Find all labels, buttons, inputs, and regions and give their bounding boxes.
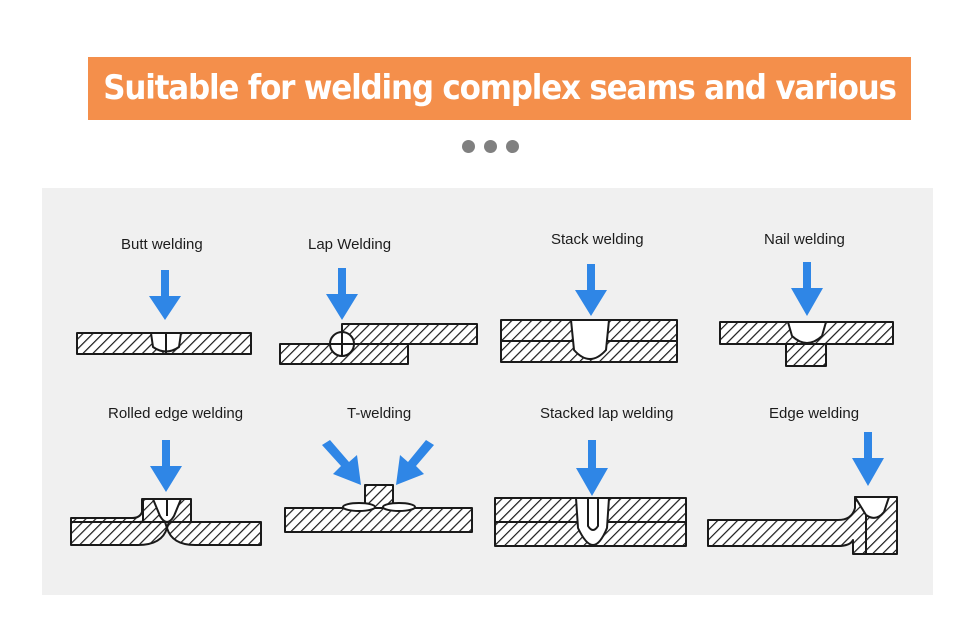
lap-weld-figure	[279, 323, 478, 365]
arrow-lap	[326, 268, 358, 320]
butt-weld-figure	[76, 332, 252, 355]
pagination-dot-3[interactable]	[506, 140, 519, 153]
arrow-t-right	[396, 440, 434, 485]
pagination-dots	[462, 140, 519, 153]
pagination-dot-1[interactable]	[462, 140, 475, 153]
nail-weld-figure	[719, 321, 894, 367]
label-t-welding: T-welding	[347, 405, 412, 422]
t-weld-figure	[284, 484, 473, 533]
label-lap-welding: Lap Welding	[308, 236, 392, 253]
title-banner: Suitable for welding complex seams and v…	[88, 57, 911, 176]
stack-weld-figure	[500, 319, 678, 363]
arrows	[149, 262, 884, 496]
arrow-nail	[791, 262, 823, 316]
edge-weld-figure	[707, 496, 898, 555]
label-butt-welding: Butt welding	[121, 236, 203, 253]
arrow-t-left	[322, 440, 361, 485]
pagination-dot-2[interactable]	[484, 140, 497, 153]
label-stack-welding: Stack welding	[551, 231, 644, 248]
arrow-stack	[575, 264, 607, 316]
arrow-edge	[852, 432, 884, 486]
label-edge-welding: Edge welding	[769, 405, 860, 422]
arrow-butt	[149, 270, 181, 320]
rolled-edge-weld-figure	[70, 498, 262, 546]
label-nail-welding: Nail welding	[764, 231, 845, 248]
arrow-stacked-lap	[576, 440, 608, 496]
label-rolled-edge-welding: Rolled edge welding	[108, 405, 244, 422]
stacked-lap-weld-figure	[494, 497, 687, 547]
label-stacked-lap-welding: Stacked lap welding	[540, 405, 674, 422]
arrow-rolled-edge	[150, 440, 182, 492]
banner-title: Suitable for welding complex seams and v…	[103, 68, 897, 176]
